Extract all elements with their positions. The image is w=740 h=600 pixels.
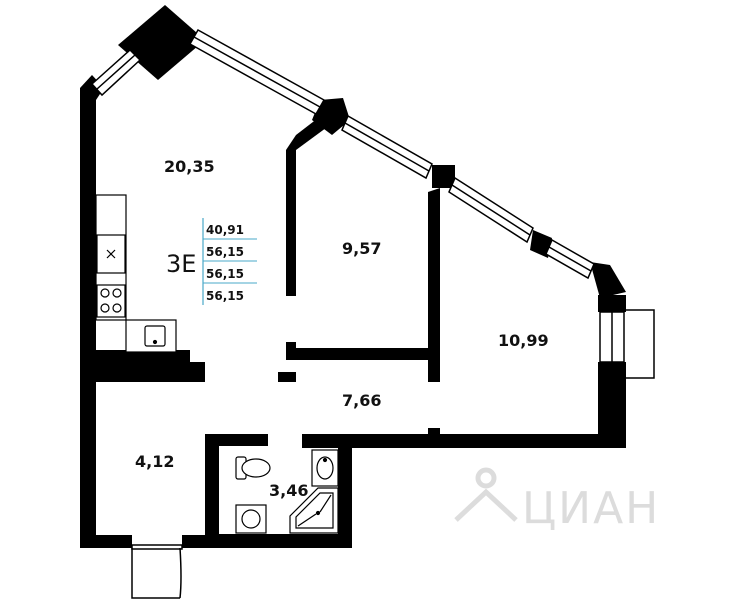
entrance-door — [131, 544, 183, 599]
watermark-text: ЦИАН — [522, 483, 660, 534]
window-right-1 — [448, 176, 534, 244]
shower-icon — [289, 487, 339, 534]
watermark: ЦИАН — [454, 467, 660, 534]
summary-area-2: 56,15 — [206, 245, 244, 259]
room-area-bedroom-right: 10,99 — [498, 331, 549, 350]
toilet-icon — [235, 456, 271, 480]
sink-icon — [125, 319, 177, 353]
room-area-bathroom: 3,46 — [269, 481, 308, 500]
walls — [80, 5, 626, 548]
apartment-code: 3E — [166, 250, 196, 278]
washing-machine-icon — [235, 504, 267, 534]
fridge-icon — [96, 234, 126, 274]
kitchen-fixtures — [95, 194, 177, 353]
room-area-entry: 4,12 — [135, 452, 174, 471]
window-nw — [90, 48, 142, 97]
window-middle — [341, 114, 433, 180]
watermark-logo-icon — [454, 467, 518, 522]
window-east — [599, 311, 625, 363]
summary-block: 3E 40,91 56,15 56,15 56,15 — [166, 218, 257, 305]
window-top — [188, 28, 326, 116]
washbasin-icon — [311, 449, 339, 487]
windows — [90, 28, 655, 379]
room-area-hallway: 7,66 — [342, 391, 381, 410]
room-area-living-kitchen: 20,35 — [164, 157, 215, 176]
room-area-bedroom-middle: 9,57 — [342, 239, 381, 258]
bathroom-fixtures — [235, 449, 339, 534]
summary-area-3: 56,15 — [206, 267, 244, 281]
window-right-2 — [545, 238, 595, 280]
stove-icon — [96, 284, 126, 318]
summary-area-4: 56,15 — [206, 289, 244, 303]
balcony-door — [624, 309, 655, 379]
total-area: 40,91 — [206, 223, 244, 237]
room-labels: 20,35 9,57 10,99 7,66 4,12 3,46 — [135, 157, 549, 500]
